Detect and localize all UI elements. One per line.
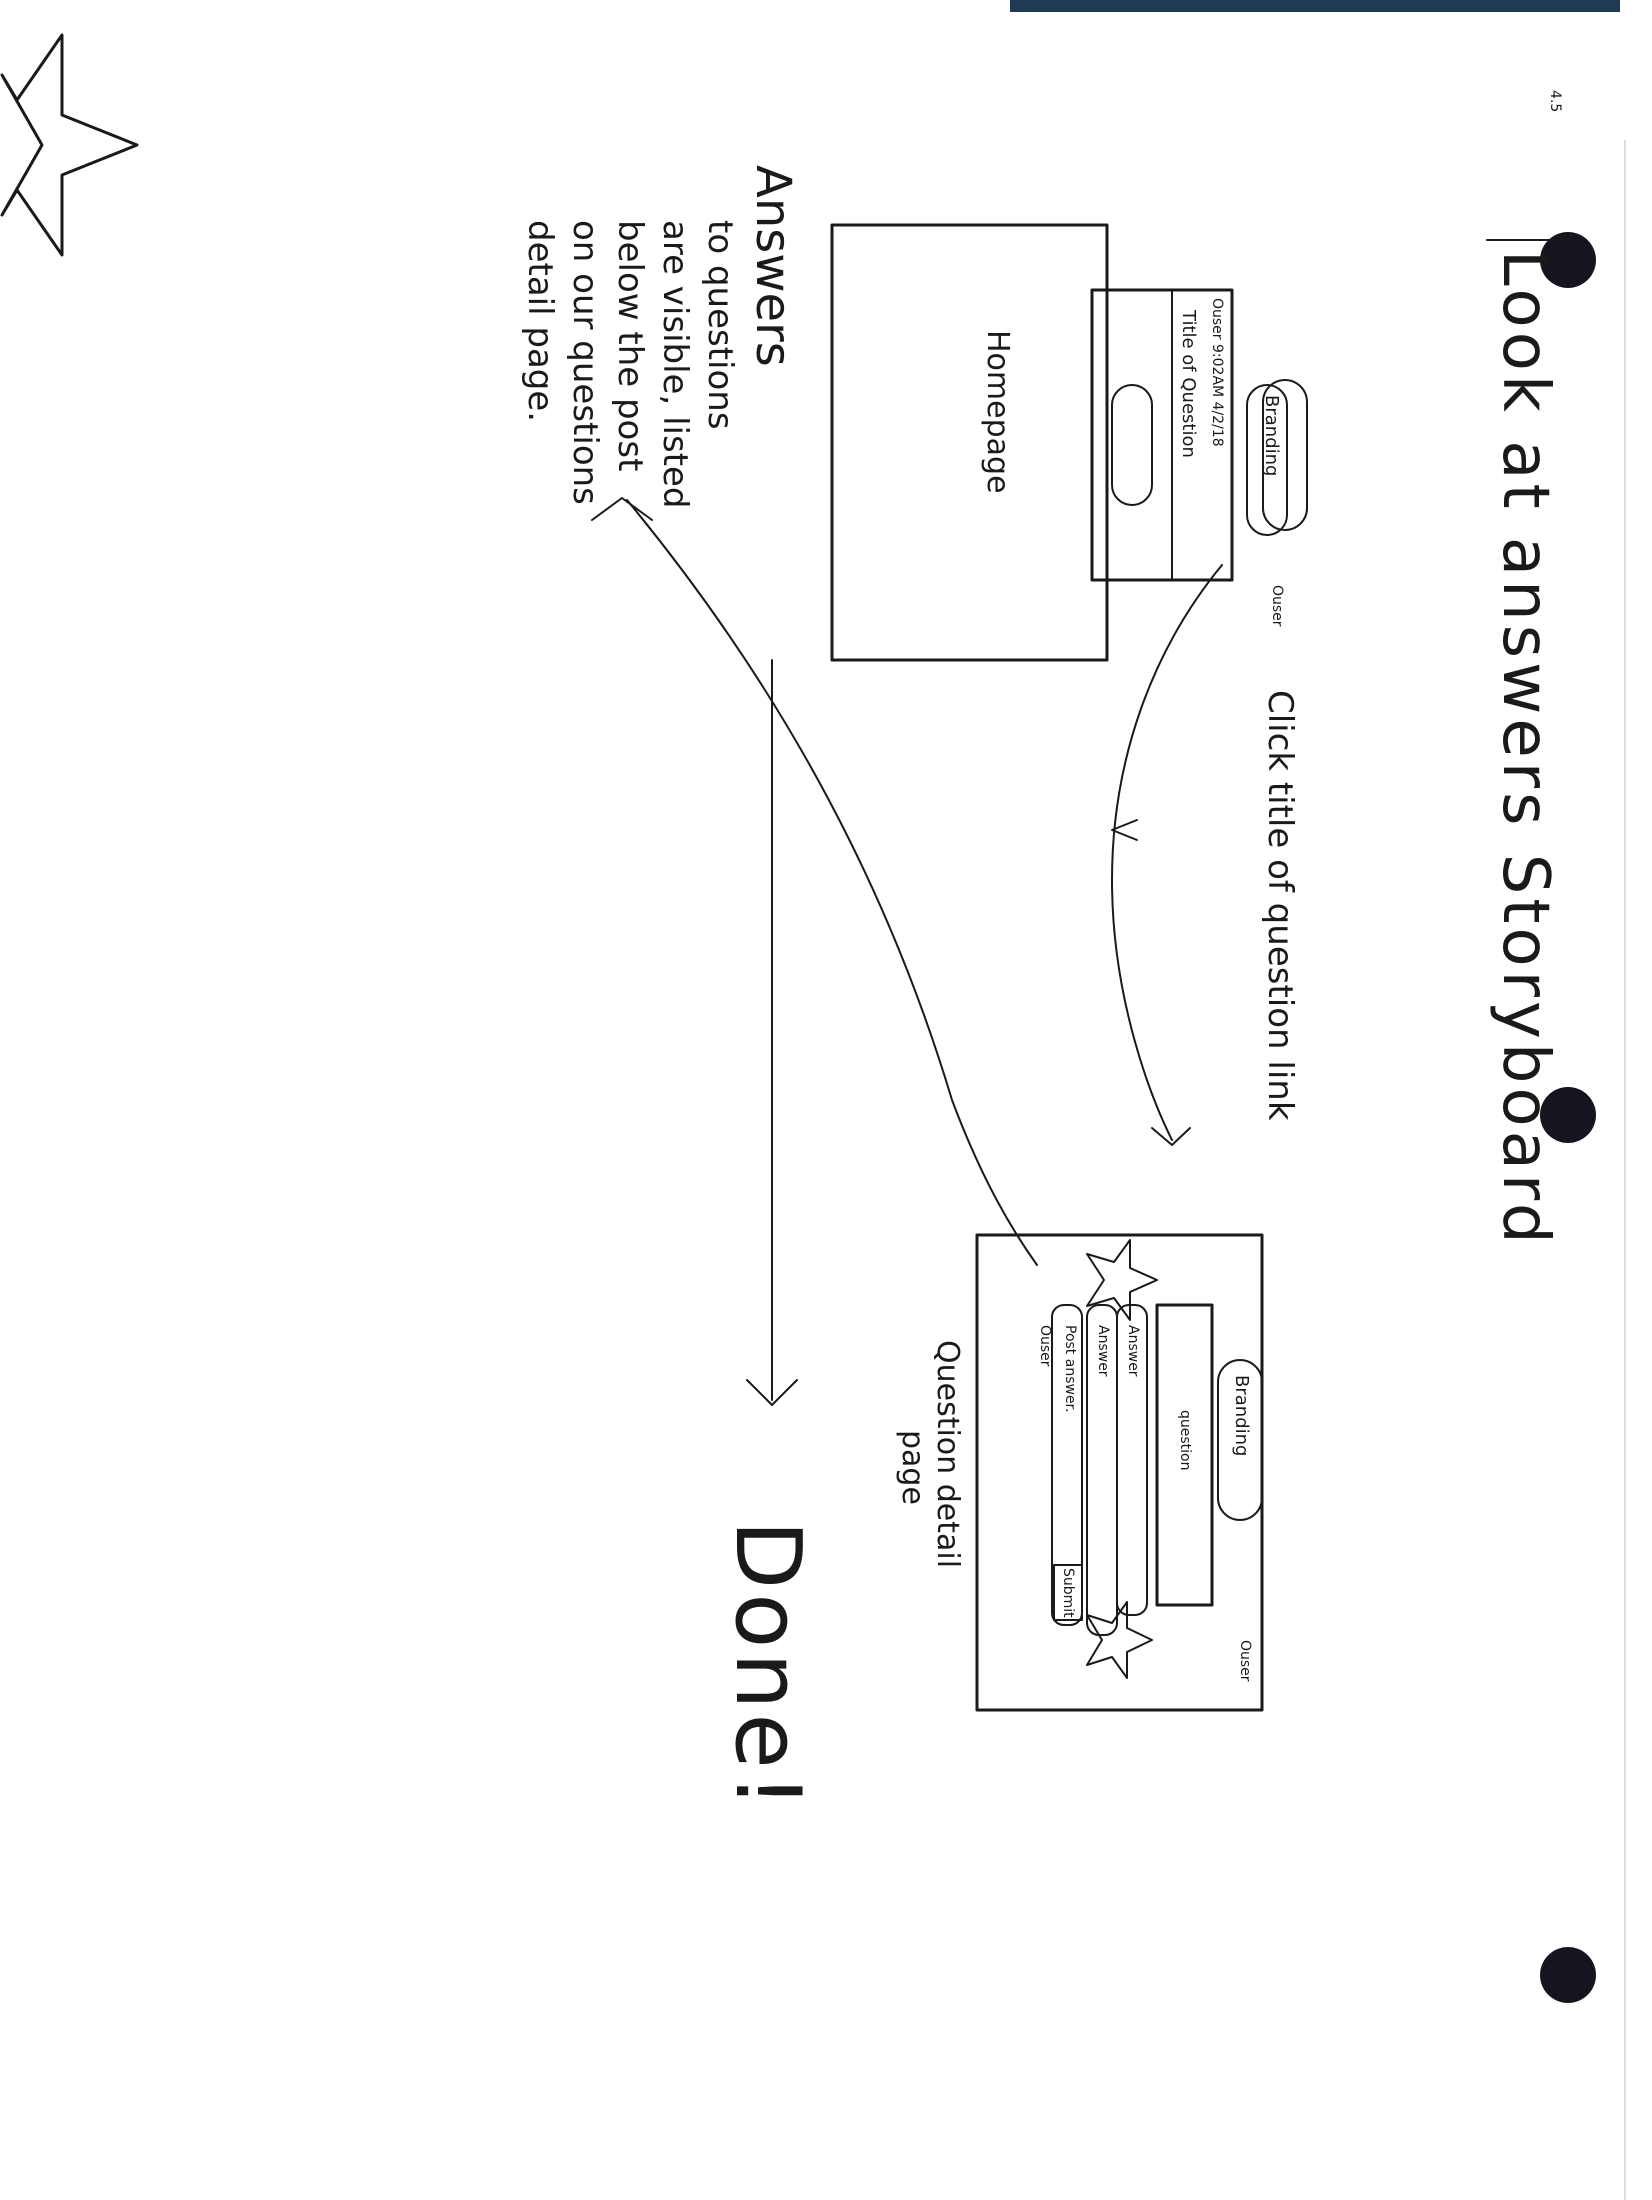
detail-caption-line2: page bbox=[895, 1430, 930, 1505]
arrow-tick bbox=[1111, 819, 1138, 841]
arrow-head-note bbox=[591, 497, 653, 521]
detail-post-answer-bar bbox=[1051, 1304, 1083, 1626]
arrow-head-done bbox=[746, 1379, 798, 1406]
punch-hole-top bbox=[1540, 232, 1596, 288]
star-detail-top-icon bbox=[1086, 1239, 1158, 1321]
detail-answer-1: Answer bbox=[1125, 1325, 1141, 1377]
star-note-icon bbox=[0, 33, 139, 257]
note-heading: Answers bbox=[745, 165, 801, 367]
note-line-1: to questions bbox=[700, 220, 740, 430]
storyboard-title: Look at answers Storyboard bbox=[1488, 250, 1562, 1248]
homepage-small-oval bbox=[1111, 384, 1153, 506]
detail-branding-pill bbox=[1217, 1359, 1263, 1521]
detail-answer-bar-2 bbox=[1086, 1304, 1118, 1636]
detail-question-label: question bbox=[1177, 1410, 1193, 1471]
note-line-3: below the post bbox=[610, 220, 650, 472]
detail-branding-label: Branding bbox=[1231, 1375, 1252, 1457]
note-line-5: detail page. bbox=[520, 220, 560, 423]
detail-answer-user: Ouser bbox=[1037, 1325, 1053, 1367]
detail-user-label: Ouser bbox=[1237, 1640, 1253, 1682]
note-line-4: on our questions bbox=[565, 220, 605, 505]
detail-caption-line1: Question detail bbox=[930, 1340, 965, 1569]
detail-submit-box bbox=[1053, 1564, 1083, 1621]
arrow-to-detail-page bbox=[1111, 564, 1223, 1141]
punch-hole-middle bbox=[1540, 1087, 1596, 1143]
homepage-branding-pill bbox=[1246, 384, 1288, 536]
star-detail-bottom-icon bbox=[1086, 1601, 1153, 1679]
homepage-branding-label: Branding bbox=[1261, 395, 1282, 477]
page-number: 4.5 bbox=[1547, 90, 1563, 113]
top-edge-strip bbox=[1010, 0, 1620, 12]
detail-submit-button[interactable]: Submit bbox=[1060, 1568, 1076, 1618]
homepage-branding-oval bbox=[1262, 379, 1308, 531]
detail-answer-2: Answer bbox=[1095, 1325, 1111, 1377]
homepage-user-label: Ouser bbox=[1269, 585, 1285, 627]
homepage-question-title-link[interactable]: Title of Question bbox=[1178, 310, 1199, 458]
detail-question-box bbox=[1155, 1303, 1214, 1607]
homepage-question-card bbox=[1090, 288, 1234, 582]
homepage-question-meta: Ouser 9:02AM 4/2/18 bbox=[1209, 298, 1225, 447]
transition-instruction: Click title of question link bbox=[1260, 690, 1300, 1121]
done-label: Done! bbox=[715, 1520, 820, 1813]
arrow-note-to-star bbox=[626, 499, 1038, 1266]
note-line-2: are visible, listed bbox=[655, 220, 695, 509]
detail-post-answer-input[interactable]: Post answer. bbox=[1062, 1325, 1078, 1413]
homepage-frame bbox=[830, 223, 1109, 662]
homepage-caption: Homepage bbox=[980, 330, 1015, 494]
punch-hole-bottom bbox=[1540, 1947, 1596, 2003]
arrow-head-detail bbox=[1151, 1127, 1191, 1146]
